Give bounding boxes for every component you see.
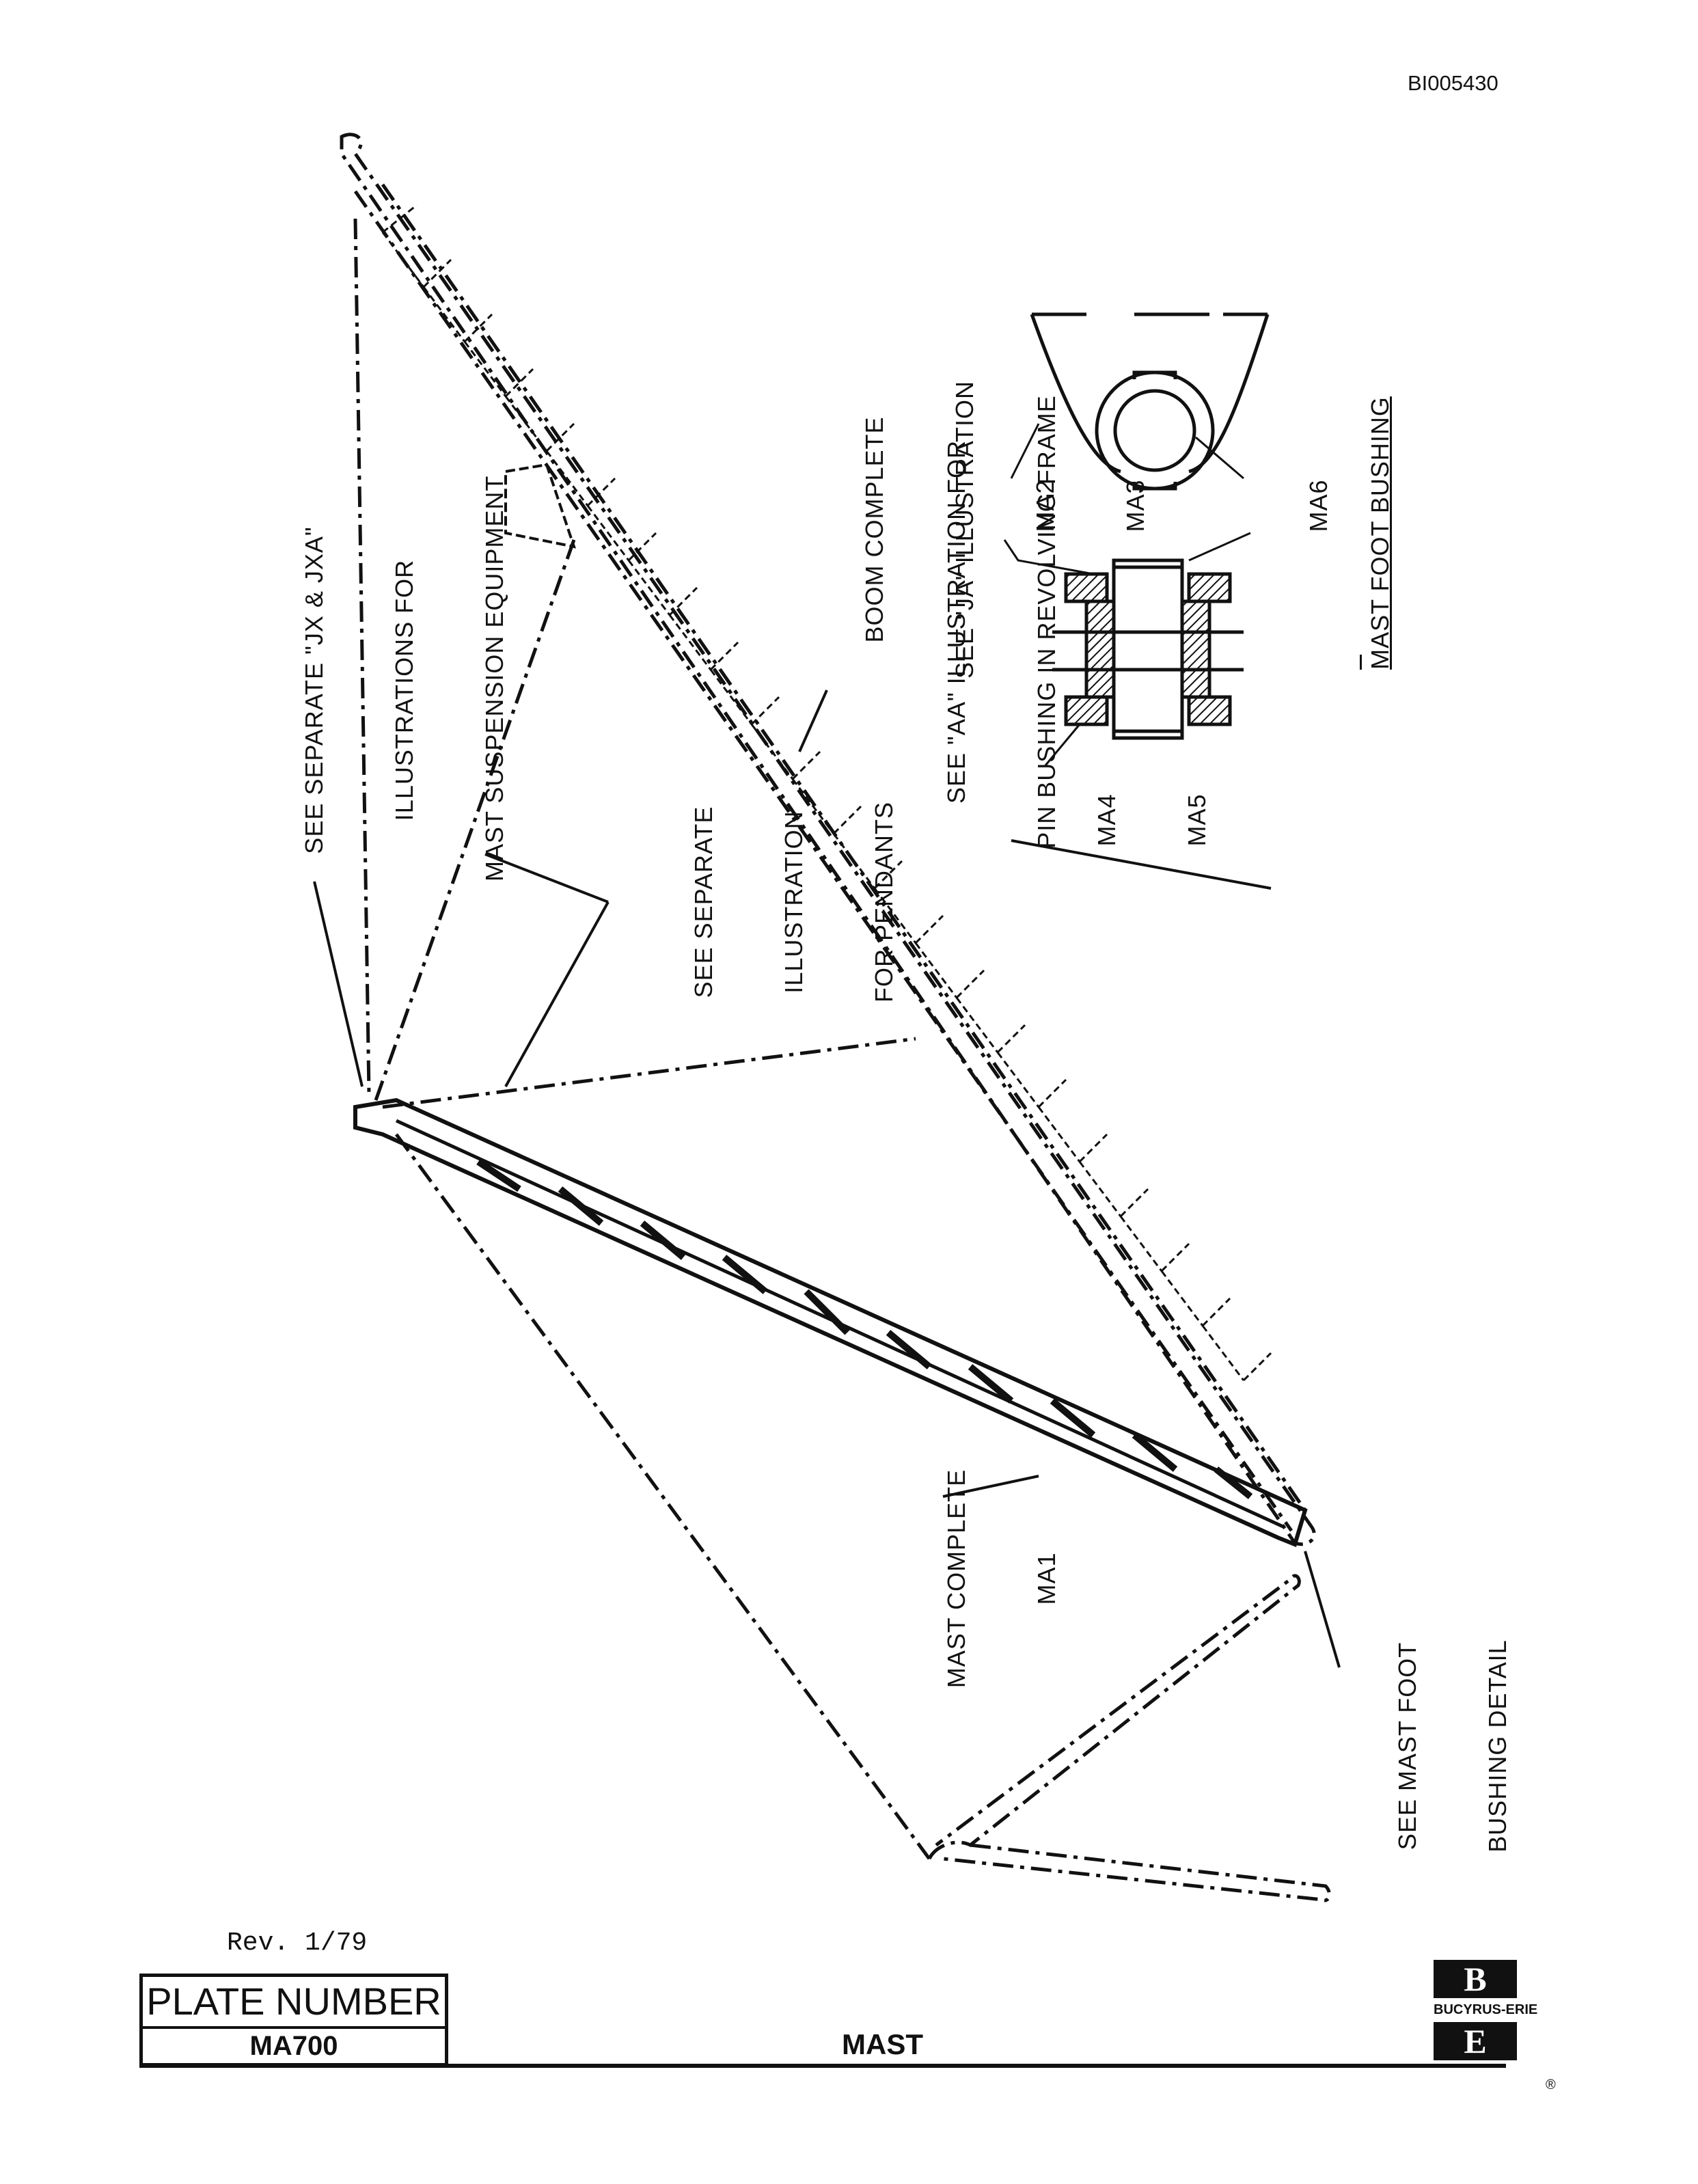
logo-b-block: B	[1434, 1960, 1517, 1998]
mast-foot-bushing-detail	[1003, 312, 1270, 766]
bucyrus-erie-logo: B BUCYRUS-ERIE E	[1434, 1960, 1538, 2060]
logo-letter-b: B	[1464, 1960, 1487, 1998]
logo-letter-e: E	[1464, 2022, 1487, 2060]
leader-lines	[313, 690, 1341, 1668]
plate-number-box: PLATE NUMBER MA700	[139, 1974, 448, 2066]
revision-label: Rev. 1/79	[227, 1928, 368, 1958]
bottom-rule	[139, 2064, 1506, 2068]
plate-number-value: MA700	[249, 2031, 338, 2061]
logo-e-block: E	[1434, 2022, 1517, 2060]
part-label-ma6: MA6	[1304, 479, 1332, 532]
registered-mark: ®	[1546, 2077, 1556, 2092]
plate-number-title: PLATE NUMBER	[143, 1977, 445, 2029]
suspension-lines	[353, 218, 1331, 1902]
document-id: BI005430	[1408, 71, 1498, 95]
sheet-title: MAST	[842, 2028, 923, 2060]
brand-name: BUCYRUS-ERIE	[1434, 2002, 1538, 2017]
part-label-ma2-ma3: MA2 MA3	[1031, 479, 1149, 532]
callout-foot-bushing-detail: SEE MAST FOOT BUSHING DETAIL	[1393, 1639, 1511, 1853]
boom-lattice	[340, 133, 1316, 1546]
callout-mast-suspension: SEE SEPARATE "JX & JXA" ILLUSTRATIONS FO…	[300, 475, 508, 882]
part-label-ma4-ma5: MA4 MA5	[1093, 793, 1211, 847]
mast-lattice	[353, 1097, 1308, 1548]
callout-mast-complete: MAST COMPLETE MA1	[942, 1469, 1060, 1689]
